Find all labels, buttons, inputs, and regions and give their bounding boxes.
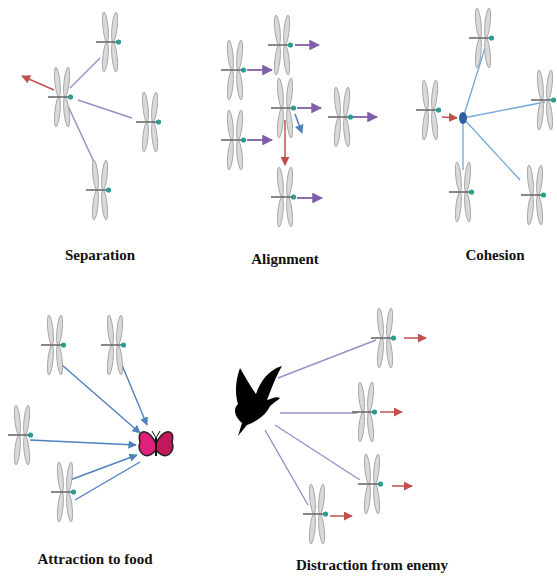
behaviour-label: Separation <box>65 246 135 264</box>
distraction-panel <box>235 308 426 544</box>
alignment-panel <box>221 15 377 227</box>
behaviour-label: Distraction from enemy <box>296 556 448 574</box>
separation-panel <box>22 12 161 220</box>
behaviour-label: Attraction to food <box>38 550 153 568</box>
butterfly <box>139 431 173 456</box>
cohesion-panel <box>416 8 556 225</box>
enemy-bird <box>235 366 282 436</box>
behaviour-label: Alignment <box>251 250 319 268</box>
attraction-panel <box>8 315 173 522</box>
behaviour-label: Cohesion <box>465 246 524 264</box>
